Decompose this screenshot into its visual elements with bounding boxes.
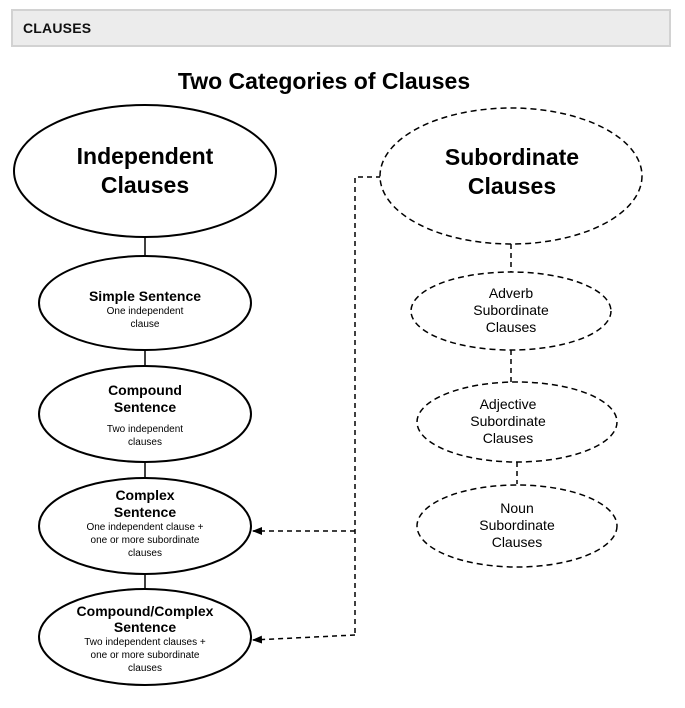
simple-desc2: clause [130, 318, 160, 330]
independent-clauses-node [13, 104, 277, 238]
subordinate-line2: Clauses [467, 173, 557, 199]
independent-line2: Clauses [100, 172, 190, 198]
independent-clauses-label: Independent Clauses [25, 140, 265, 202]
noun-clauses-label: Noun Subordinate Clauses [437, 498, 597, 552]
compound-complex-sentence-node [38, 588, 252, 686]
complex-desc1: One independent clause + [86, 521, 204, 533]
adverb-clauses-node [410, 271, 612, 351]
complex-title2: Sentence [113, 503, 177, 520]
compound-desc2: clauses [128, 436, 162, 448]
subordinate-clauses-node [379, 107, 643, 245]
compound-complex-title1: Compound/Complex [76, 603, 214, 619]
simple-sentence-node [38, 255, 252, 351]
complex-desc2: one or more subordinate [90, 534, 200, 546]
complex-desc3: clauses [128, 547, 162, 559]
noun-line1: Noun [500, 499, 534, 516]
dashed-bracket-line [354, 176, 381, 635]
independent-line1: Independent [76, 143, 214, 169]
adverb-line1: Adverb [488, 284, 534, 301]
adverb-line2: Subordinate [473, 301, 549, 318]
complex-sentence-label: Complex Sentence One independent clause … [45, 487, 245, 559]
adjective-line2: Subordinate [470, 412, 546, 429]
arrow-to-compound-complex [252, 634, 356, 644]
adverb-line3: Clauses [485, 318, 537, 335]
compound-complex-sentence-label: Compound/Complex Sentence Two independen… [45, 603, 245, 675]
simple-sentence-label: Simple Sentence One independent clause [45, 285, 245, 333]
noun-clauses-node [416, 484, 618, 568]
section-header: CLAUSES [11, 9, 671, 47]
diagram-title: Two Categories of Clauses [177, 68, 471, 94]
compound-complex-desc3: clauses [128, 663, 162, 674]
section-title: CLAUSES [23, 20, 92, 36]
compound-complex-desc2: one or more subordinate [90, 650, 200, 661]
compound-title1: Compound [108, 381, 182, 398]
compound-complex-title2: Sentence [113, 619, 177, 635]
subordinate-clauses-label: Subordinate Clauses [392, 141, 632, 203]
compound-desc1: Two independent [106, 423, 184, 435]
compound-sentence-node [38, 365, 252, 463]
compound-sentence-label: Compound Sentence Two independent clause… [45, 381, 245, 448]
compound-title2: Sentence [113, 398, 177, 415]
adjective-line1: Adjective [479, 395, 537, 412]
noun-line2: Subordinate [479, 516, 555, 533]
compound-complex-desc1: Two independent clauses + [84, 637, 206, 648]
noun-line3: Clauses [491, 533, 543, 550]
adjective-clauses-node [416, 381, 618, 463]
simple-desc1: One independent [106, 305, 184, 317]
complex-sentence-node [38, 477, 252, 575]
adjective-line3: Clauses [482, 429, 534, 446]
adjective-clauses-label: Adjective Subordinate Clauses [428, 394, 588, 448]
complex-title1: Complex [115, 486, 175, 503]
simple-title: Simple Sentence [88, 287, 202, 304]
subordinate-line1: Subordinate [444, 144, 580, 170]
adverb-clauses-label: Adverb Subordinate Clauses [431, 283, 591, 337]
